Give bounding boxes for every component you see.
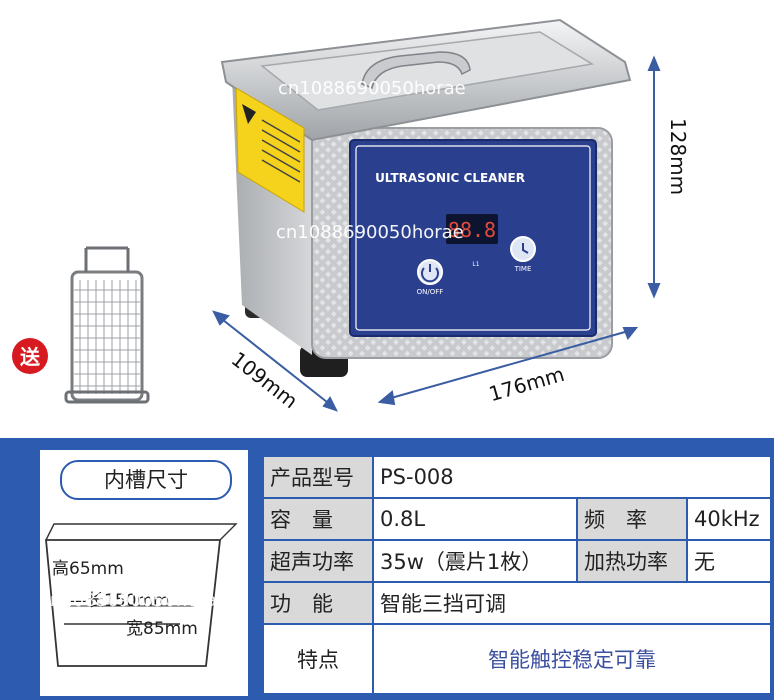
spec-row-capacity: 容 量 0.8L 频 率 40kHz xyxy=(262,497,772,541)
freq-value: 40kHz xyxy=(686,497,772,541)
mesh-basket-illustration xyxy=(64,246,150,404)
time-label: TIME xyxy=(514,265,532,273)
power-value: 35w（震片1枚） xyxy=(372,539,578,583)
power-label: 超声功率 xyxy=(262,539,374,583)
digital-display xyxy=(446,214,498,244)
model-value: PS-008 xyxy=(372,455,772,499)
feature-value: 智能触控稳定可靠 xyxy=(372,623,772,695)
length-dimension-line xyxy=(383,329,633,401)
warning-label xyxy=(235,87,305,213)
function-value: 智能三挡可调 xyxy=(372,581,772,625)
height-dimension: 128mm xyxy=(666,118,690,195)
panel-brand-text: ULTRASONIC CLEANER xyxy=(375,171,525,185)
function-label: 功 能 xyxy=(262,581,374,625)
watermark-1: cn1088690050horae xyxy=(278,78,466,99)
svg-text:送: 送 xyxy=(20,345,41,369)
capacity-value: 0.8L xyxy=(372,497,578,541)
on-off-label: ON/OFF xyxy=(417,288,444,296)
spec-row-function: 功 能 智能三挡可调 xyxy=(262,581,772,625)
inner-length: —长150mm xyxy=(70,591,170,611)
product-image-area: 88.8 ON/OFF TIME L1 ULTRASONIC CLEANER xyxy=(12,18,690,414)
gift-badge xyxy=(12,338,48,374)
inner-tank-outline xyxy=(45,523,238,667)
ultrasonic-cleaner-illustration: 88.8 ON/OFF TIME L1 ULTRASONIC CLEANER xyxy=(12,18,661,412)
svg-text:88.8: 88.8 xyxy=(448,218,496,242)
capacity-label: 容 量 xyxy=(262,497,374,541)
height-value: 128mm xyxy=(666,118,690,196)
heat-value: 无 xyxy=(686,539,772,583)
feature-label: 特点 xyxy=(262,623,374,695)
inner-height: 高65mm xyxy=(52,559,124,579)
inner-width: 宽85mm xyxy=(126,619,198,639)
l1-label: L1 xyxy=(472,261,479,268)
spec-row-model: 产品型号 PS-008 xyxy=(262,455,772,499)
inner-tank-title: 内槽尺寸 xyxy=(60,460,232,500)
model-label: 产品型号 xyxy=(262,455,374,499)
spec-row-power: 超声功率 35w（震片1枚） 加热功率 无 xyxy=(262,539,772,583)
heat-label: 加热功率 xyxy=(576,539,688,583)
watermark-3: cn1088690050horae xyxy=(40,590,228,611)
lid-handle xyxy=(361,51,471,90)
spec-table: 产品型号 PS-008 容 量 0.8L 频 率 40kHz 超声功率 35w（… xyxy=(262,455,772,695)
spec-row-feature: 特点 智能触控稳定可靠 xyxy=(262,623,772,695)
watermark-2: cn1088690050horae xyxy=(276,222,464,243)
freq-label: 频 率 xyxy=(576,497,688,541)
depth-dimension-line xyxy=(217,315,333,407)
inner-tank-title-text: 内槽尺寸 xyxy=(104,468,188,492)
inner-tank-panel: 内槽尺寸 高65mm —长150mm 宽85mm xyxy=(40,450,248,696)
